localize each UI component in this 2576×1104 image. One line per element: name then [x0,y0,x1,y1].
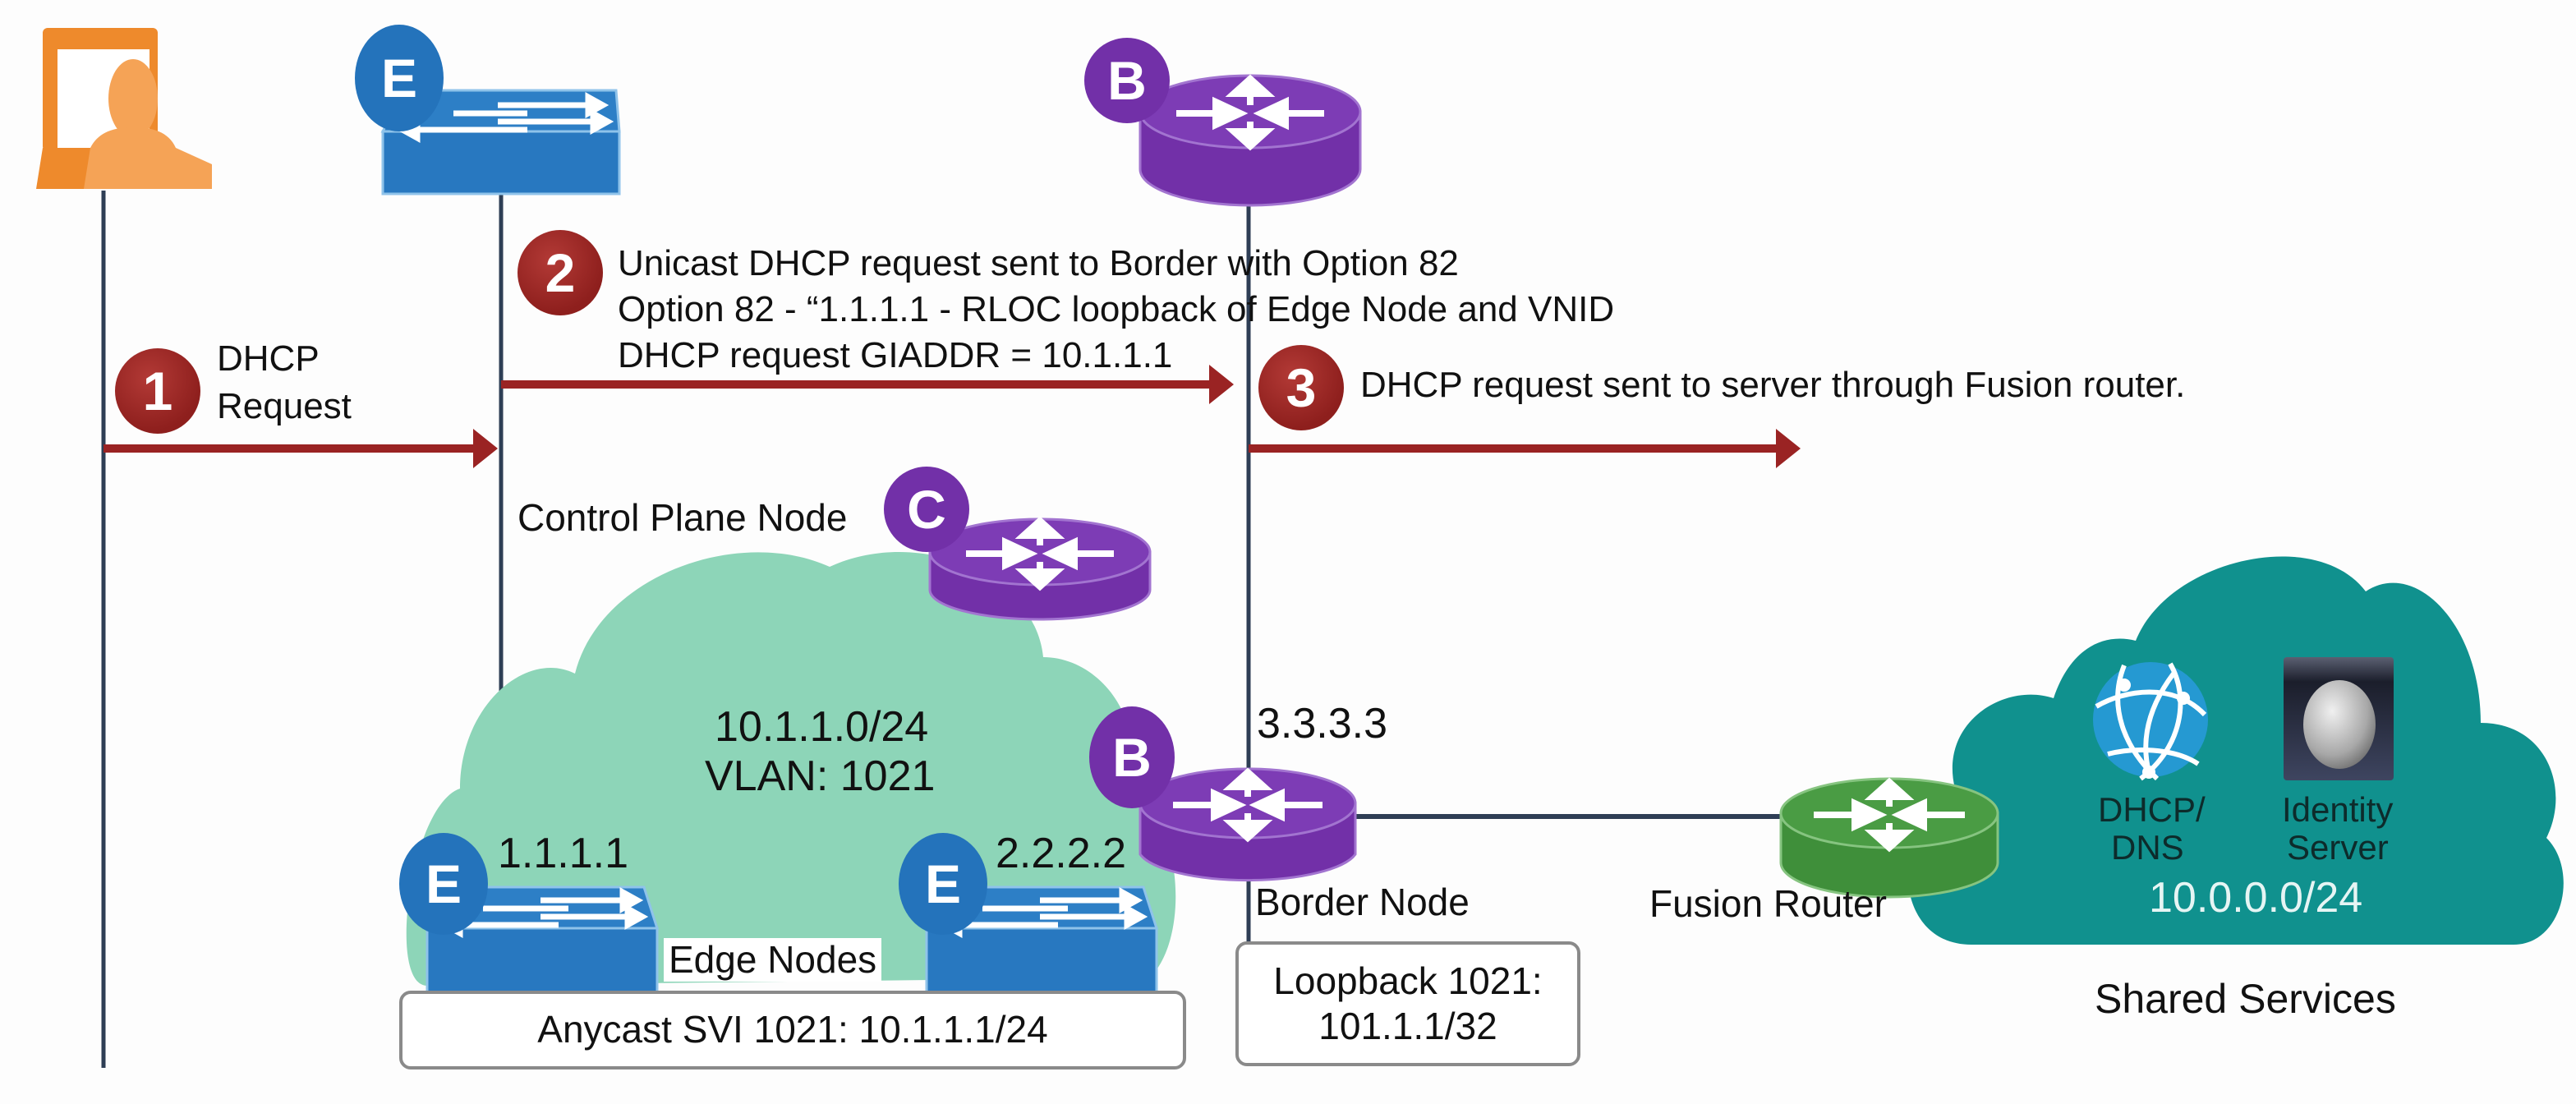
step-2-text-line-2: Option 82 - “1.1.1.1 - RLOC loopback of … [618,289,1615,329]
edge-2-ip: 2.2.2.2 [996,830,1127,877]
dhcp-dns-label-line-1: DHCP/ [2098,790,2206,829]
dhcp-dns-label-line-2: DNS [2111,828,2184,867]
step-1-badge: 1 [115,348,200,434]
border-node-bottom[interactable]: B [1084,706,1364,887]
anycast-svi-text: Anycast SVI 1021: 10.1.1.1/24 [537,1008,1048,1051]
router-icon [1138,74,1362,207]
edge-2-badge: E [899,833,987,935]
step-3-badge: 3 [1258,345,1344,430]
step-1-text-line-1: DHCP [217,338,320,379]
border-loopback-box: Loopback 1021: 101.1.1/32 [1235,941,1580,1066]
router-icon [1779,777,1999,899]
fabric-vlan: VLAN: 1021 [705,752,936,800]
shared-services-subnet: 10.0.0.0/24 [2149,874,2363,922]
step-2-text-line-3: DHCP request GIADDR = 10.1.1.1 [618,335,1173,375]
fusion-router[interactable] [1778,764,2008,904]
identity-label-line-2: Server [2287,828,2389,867]
arrow-step-3 [1249,429,1801,468]
border-bottom-badge: B [1089,706,1175,808]
arrow-step-2 [501,365,1234,404]
host-node[interactable] [25,25,214,189]
identity-label-line-1: Identity [2282,790,2394,829]
step-3-text: DHCP request sent to server through Fusi… [1360,365,2186,405]
control-plane-label: Control Plane Node [518,496,848,539]
identity-server-icon [2284,657,2394,780]
anycast-svi-box: Anycast SVI 1021: 10.1.1.1/24 [399,991,1186,1070]
router-icon [928,516,1152,621]
router-icon [1138,767,1357,882]
globe-icon [2093,662,2208,781]
fusion-router-label: Fusion Router [1649,882,1887,925]
border-badge: B [1084,38,1170,123]
border-node-label: Border Node [1255,881,1470,923]
step-2-badge: 2 [518,230,603,315]
switch-icon [924,886,1159,996]
user-laptop-icon [36,28,212,189]
dhcp-dns-server[interactable] [2091,657,2215,781]
control-plane-node[interactable]: C [884,467,1163,621]
step-2-text-line-1: Unicast DHCP request sent to Border with… [618,243,1459,283]
edge-node-2[interactable]: E [897,821,1168,996]
control-plane-badge: C [884,467,969,552]
edge-nodes-label: Edge Nodes [664,938,882,982]
edge-node-top[interactable]: E [355,25,626,197]
border-loopback-line-1: Loopback 1021: [1273,959,1543,1002]
shared-services-title: Shared Services [2095,976,2396,1022]
arrow-step-1 [104,429,498,468]
edge-1-badge: E [399,833,488,935]
edge-node-1[interactable]: E [398,821,669,996]
edge-badge: E [355,25,444,131]
edge-1-ip: 1.1.1.1 [498,830,629,877]
border-ip: 3.3.3.3 [1257,700,1388,748]
step-1-text-line-2: Request [217,386,352,426]
border-loopback-line-2: 101.1.1/32 [1318,1005,1497,1047]
fabric-subnet: 10.1.1.0/24 [715,703,929,751]
border-node-top[interactable]: B [1084,38,1364,210]
identity-server[interactable] [2284,657,2394,780]
